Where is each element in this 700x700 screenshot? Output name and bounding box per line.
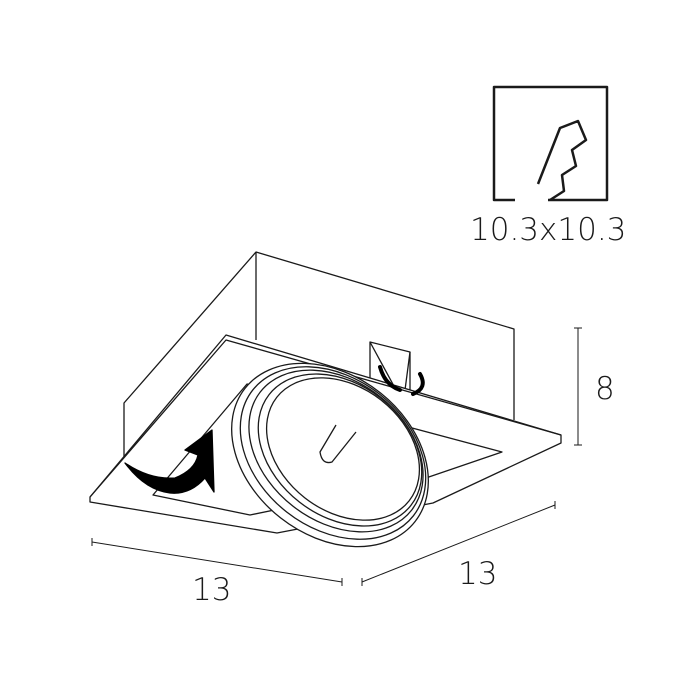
spring-clip [369, 341, 411, 393]
height-dimension-label: 8 [595, 371, 615, 407]
clip-wires [378, 365, 425, 396]
lamp-gimbal [231, 362, 429, 548]
length-dimension-label: 13 [192, 572, 232, 608]
cutout-size-label: 10.3x10.3 [470, 212, 627, 248]
housing-box [123, 251, 515, 467]
dimension-lines [91, 327, 582, 586]
rotate-arrow-icon [124, 429, 215, 494]
cutout-icon [492, 85, 609, 202]
width-dimension-label: 13 [458, 556, 498, 592]
